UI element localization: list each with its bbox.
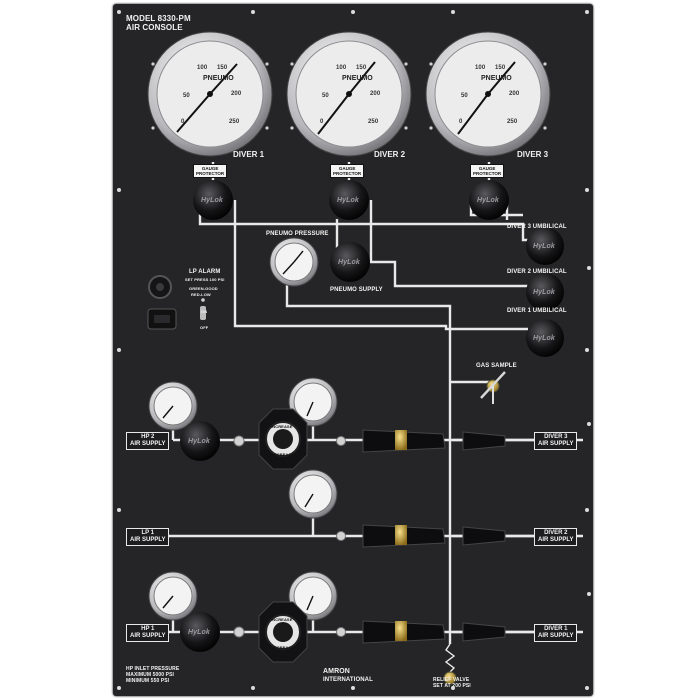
air-console-panel: MODEL 8330-PM AIR CONSOLE — [113, 4, 593, 696]
gauge-3-tick-150: 150 — [495, 65, 506, 71]
gauge-protector-valve-1[interactable] — [193, 180, 233, 220]
model-subtitle: AIR CONSOLE — [126, 23, 183, 32]
gauge-3-tick-50: 50 — [461, 93, 468, 99]
hylok-logo-umb-1: HyLok — [533, 335, 555, 342]
diver-3-umbilical-valve[interactable] — [526, 227, 564, 265]
gauge-protector-valve-3[interactable] — [469, 180, 509, 220]
hp1-regulator-decrease: DECREASE — [271, 645, 295, 650]
hp-inlet-pressure-note: HP INLET PRESSURE MAXIMUM 5000 PSI MINIM… — [126, 666, 180, 684]
pneumo-supply-valve[interactable] — [330, 242, 370, 282]
diver-1-umbilical-valve[interactable] — [526, 319, 564, 357]
lp-alarm-off-label: OFF — [200, 325, 209, 330]
hp2-regulator-decrease: DECREASE — [271, 452, 295, 457]
big-gauge-diver-2 — [286, 31, 412, 157]
maker-logo-amron: AMRON — [323, 668, 350, 675]
pneumo-supply-label: PNEUMO SUPPLY — [330, 287, 383, 293]
gauge-2-tick-50: 50 — [322, 93, 329, 99]
panel-screws — [117, 10, 591, 690]
hp2-regulated-gauge — [288, 377, 338, 427]
pneumo-pressure-gauge — [269, 237, 319, 287]
relief-valve-label: RELIEF VALVE SET AT 200 PSI — [433, 677, 471, 689]
piping-diagram — [117, 10, 591, 690]
gauge-protector-valve-2[interactable] — [329, 180, 369, 220]
hylok-logo-1: HyLok — [201, 197, 223, 204]
hp2-regulator[interactable] — [258, 408, 308, 470]
hp1-regulator[interactable] — [258, 601, 308, 663]
gas-sample-valve[interactable] — [480, 371, 506, 404]
gauge-2-tick-250: 250 — [368, 119, 379, 125]
hp2-regulator-increase: INCREASE — [271, 424, 293, 429]
gauge-3-brand: PNEUMO — [481, 75, 512, 82]
lp-alarm-title: LP ALARM — [189, 269, 221, 275]
umbilical-label-diver-2: DIVER 2 UMBILICAL — [507, 269, 567, 275]
hp1-regulator-increase: INCREASE — [271, 617, 293, 622]
diver-2-umbilical-valve[interactable] — [526, 273, 564, 311]
hp2-supply-gauge — [148, 381, 198, 431]
hp2-supply-valve[interactable] — [180, 421, 220, 461]
lp1-gauge — [288, 469, 338, 519]
gauge-label-diver-1: DIVER 1 — [233, 150, 265, 159]
gauge-3-tick-200: 200 — [509, 91, 520, 97]
gauge-3-tick-250: 250 — [507, 119, 518, 125]
hp1-supply-gauge — [148, 571, 198, 621]
gauge-label-diver-2: DIVER 2 — [374, 150, 406, 159]
gauge-1-tick-0: 0 — [181, 119, 185, 125]
gauge-1-tick-100: 100 — [197, 65, 208, 71]
lp-alarm-toggle-switch[interactable] — [200, 306, 206, 320]
gauge-1-tick-200: 200 — [231, 91, 242, 97]
lp-alarm-legend-green: GREEN-GOOD — [189, 286, 218, 291]
umbilical-label-diver-1: DIVER 1 UMBILICAL — [507, 308, 567, 314]
hylok-logo-3: HyLok — [477, 197, 499, 204]
gauge-1-tick-50: 50 — [183, 93, 190, 99]
gauge-1-tick-250: 250 — [229, 119, 240, 125]
hylok-logo-pneumo: HyLok — [338, 259, 360, 266]
gas-sample-label: GAS SAMPLE — [476, 363, 517, 369]
gauge-2-brand: PNEUMO — [342, 75, 373, 82]
big-gauge-diver-3 — [425, 31, 551, 157]
hylok-logo-2: HyLok — [337, 197, 359, 204]
maker-logo-international: INTERNATIONAL — [323, 677, 373, 683]
gauge-2-tick-200: 200 — [370, 91, 381, 97]
model-title: MODEL 8330-PM — [126, 14, 191, 23]
hp1-supply-valve[interactable] — [180, 612, 220, 652]
gauge-1-tick-150: 150 — [217, 65, 228, 71]
diver-2-ball-valve[interactable] — [362, 524, 506, 548]
gauge-2-tick-150: 150 — [356, 65, 367, 71]
hp1-regulated-gauge — [288, 571, 338, 621]
relief-valve — [443, 643, 457, 685]
gauge-3-tick-0: 0 — [459, 119, 463, 125]
lp-alarm-on-label: ON — [201, 309, 208, 314]
gauge-3-tick-100: 100 — [475, 65, 486, 71]
hylok-logo-umb-2: HyLok — [533, 289, 555, 296]
gauge-2-tick-100: 100 — [336, 65, 347, 71]
gauge-1-brand: PNEUMO — [203, 75, 234, 82]
gauge-2-tick-0: 0 — [320, 119, 324, 125]
gauge-label-diver-3: DIVER 3 — [517, 150, 549, 159]
hylok-logo-umb-3: HyLok — [533, 243, 555, 250]
pneumo-pressure-label: PNEUMO PRESSURE — [266, 231, 329, 237]
lp-alarm-setpoint: SET PRESS 100 PSI — [185, 277, 225, 282]
umbilical-label-diver-3: DIVER 3 UMBILICAL — [507, 224, 567, 230]
big-gauge-diver-1 — [147, 31, 273, 157]
hylok-logo-hp1: HyLok — [188, 629, 210, 636]
lp-alarm-legend-red: RED-LOW — [191, 292, 211, 297]
tubing — [150, 162, 583, 644]
diver-1-ball-valve[interactable] — [362, 620, 506, 644]
hylok-logo-hp2: HyLok — [188, 438, 210, 445]
diver-3-ball-valve[interactable] — [362, 429, 506, 453]
